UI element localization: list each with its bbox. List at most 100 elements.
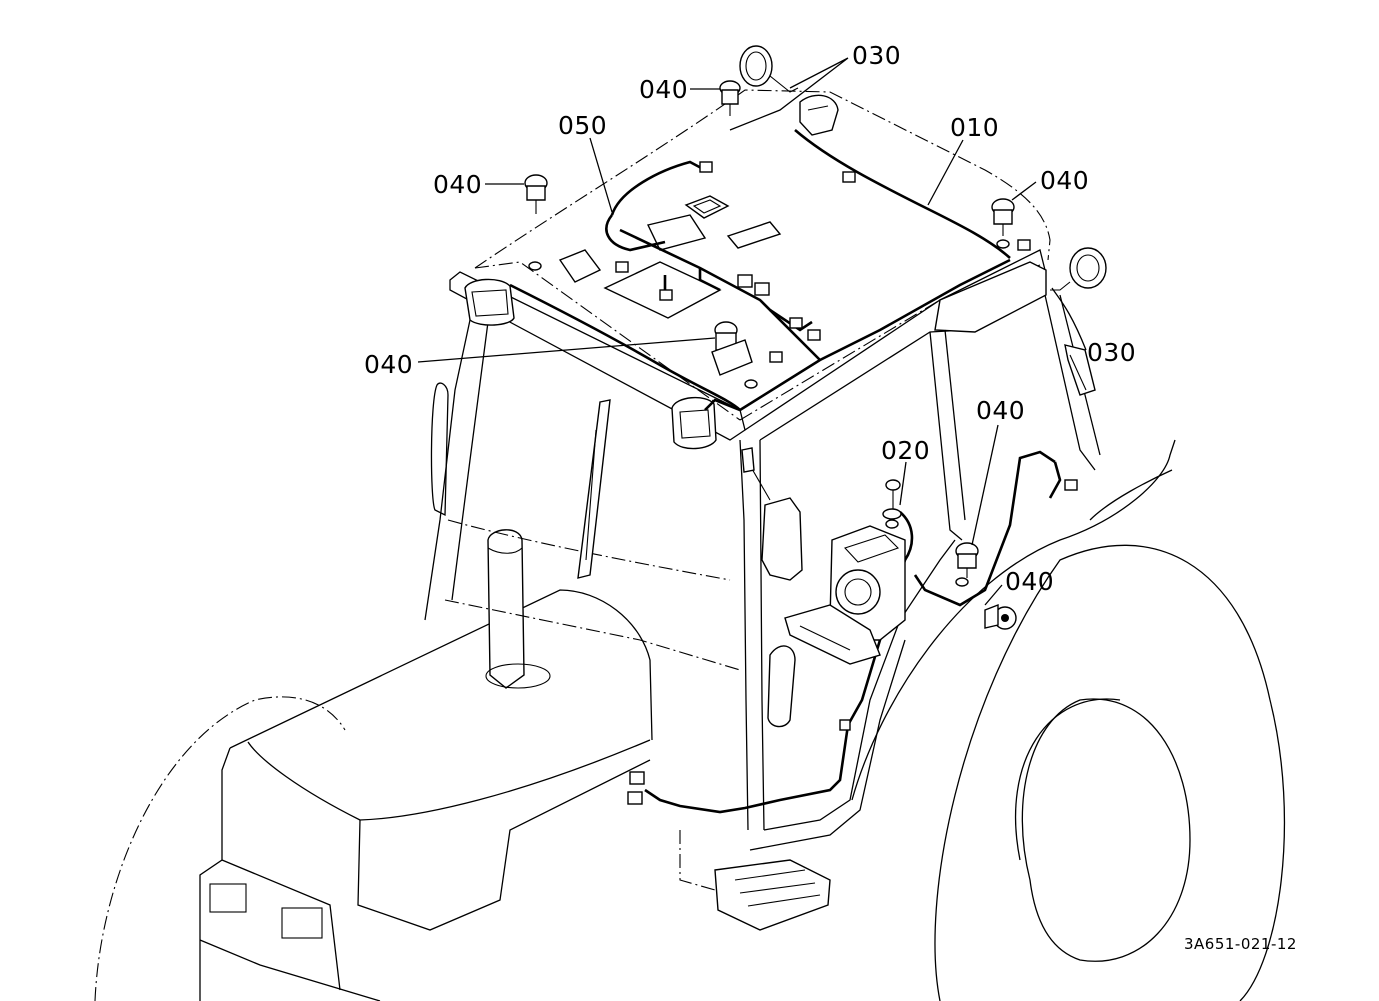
callout-labels: 030 040 050 010 040 040 030 040 040 020 … (364, 41, 1136, 596)
connector-12 (627, 791, 643, 805)
rear-fender (851, 439, 1176, 801)
harness-020-end (1048, 461, 1062, 499)
console-base-detail (799, 625, 851, 651)
callout-030-top: 030 (852, 41, 901, 70)
work-light-front-right (671, 397, 717, 450)
callout-040-mid: 040 (976, 396, 1025, 425)
connector-10 (1017, 239, 1031, 251)
leader-010 (927, 139, 964, 206)
connector-4 (754, 282, 770, 296)
cab-step (714, 859, 831, 931)
connector-7 (842, 171, 856, 183)
exhaust-stack (487, 529, 525, 689)
step-tread-3 (747, 894, 821, 907)
callout-040-lower: 040 (1005, 567, 1054, 596)
exhaust-base (485, 663, 551, 689)
work-lights (464, 45, 1107, 450)
callout-040-top: 040 (639, 75, 688, 104)
callout-020: 020 (881, 436, 930, 465)
front-right-pillar-b (759, 439, 765, 831)
grille-slot-2 (281, 907, 323, 939)
bolt-040-right (991, 198, 1015, 249)
console-dial-inner (844, 578, 872, 606)
windshield-bottom (444, 599, 741, 671)
dome-lamp-lens (692, 199, 722, 214)
figure-code: 3A651-021-12 (1184, 935, 1297, 953)
roof-right-edge (739, 264, 1041, 421)
rear-tire-inner (1021, 698, 1191, 962)
harness-lead-loop (605, 214, 666, 252)
hood-top (229, 589, 653, 749)
rear-tire-rim (1015, 698, 1121, 861)
harness-light-lead (704, 398, 741, 412)
dome-lamp (684, 195, 730, 219)
side-mirror (761, 497, 803, 581)
leader-040-mid (971, 424, 999, 546)
leader-lines (417, 57, 1087, 606)
wiper-detail (585, 429, 597, 561)
cab-frame (424, 89, 1101, 851)
connector-1 (615, 261, 629, 273)
front-left-pillar (424, 319, 471, 621)
callout-030-right: 030 (1087, 338, 1136, 367)
hood-ridge (247, 739, 651, 821)
grab-handle-left (430, 382, 449, 517)
callout-040-center: 040 (364, 350, 413, 379)
rear-tire-outer (934, 544, 1286, 1001)
rear-right-pillar-b (944, 329, 966, 521)
harness-rear-run (794, 129, 1011, 259)
front-bumper (199, 939, 381, 1001)
bolt-040-left (524, 174, 548, 271)
callout-050: 050 (558, 111, 607, 140)
ceiling-duct (646, 214, 707, 251)
console-dial (835, 569, 881, 615)
harness-roof-cross (619, 228, 821, 361)
console-top (844, 534, 900, 563)
connector-11 (629, 771, 645, 785)
bolt-040-lower (984, 603, 1017, 630)
connector-6 (807, 329, 821, 341)
bolt-040-mid (955, 542, 979, 587)
rear-far-pillar (1044, 294, 1096, 471)
tractor-outline (94, 439, 1286, 1001)
front-left-pillar-b (451, 321, 489, 601)
leader-040-right (1011, 181, 1037, 201)
step-bracket (679, 830, 716, 891)
wiper-blade (577, 399, 611, 579)
step-tread-2 (739, 882, 816, 894)
rear-right-pillar (929, 331, 963, 541)
fan-detail (807, 105, 829, 111)
leader-030-right (1051, 287, 1087, 351)
door-frame (763, 539, 956, 831)
beacon-light-right (1050, 247, 1107, 291)
work-light-front-left (464, 278, 515, 326)
fan-unit (799, 94, 839, 136)
connector-9 (769, 351, 783, 363)
bolt-020-fastener (882, 479, 902, 529)
switch-panel (726, 221, 782, 249)
leader-040-lower (984, 584, 1003, 606)
rear-light-right (1064, 344, 1096, 396)
harness-roof-loop (610, 160, 706, 216)
bolt-040-center (711, 321, 758, 389)
leader-040-center (417, 337, 716, 363)
callout-040-left: 040 (433, 170, 482, 199)
harness-right-run (739, 258, 1011, 412)
accessories (577, 399, 803, 581)
leader-030-top (729, 57, 849, 131)
connector-8 (699, 161, 713, 173)
bolt-040-top (719, 80, 741, 116)
callout-010: 010 (950, 113, 999, 142)
roof-components (558, 94, 839, 319)
door-edge (749, 639, 906, 851)
step-tread-1 (734, 869, 806, 881)
connector-13 (839, 719, 851, 731)
leader-020 (899, 461, 907, 506)
grille-slot-1 (209, 883, 247, 913)
fender-arm (1089, 469, 1173, 521)
door-handle (767, 645, 796, 728)
fasteners (524, 80, 1017, 630)
harness-front-run (509, 283, 741, 411)
connector-5 (789, 317, 803, 329)
